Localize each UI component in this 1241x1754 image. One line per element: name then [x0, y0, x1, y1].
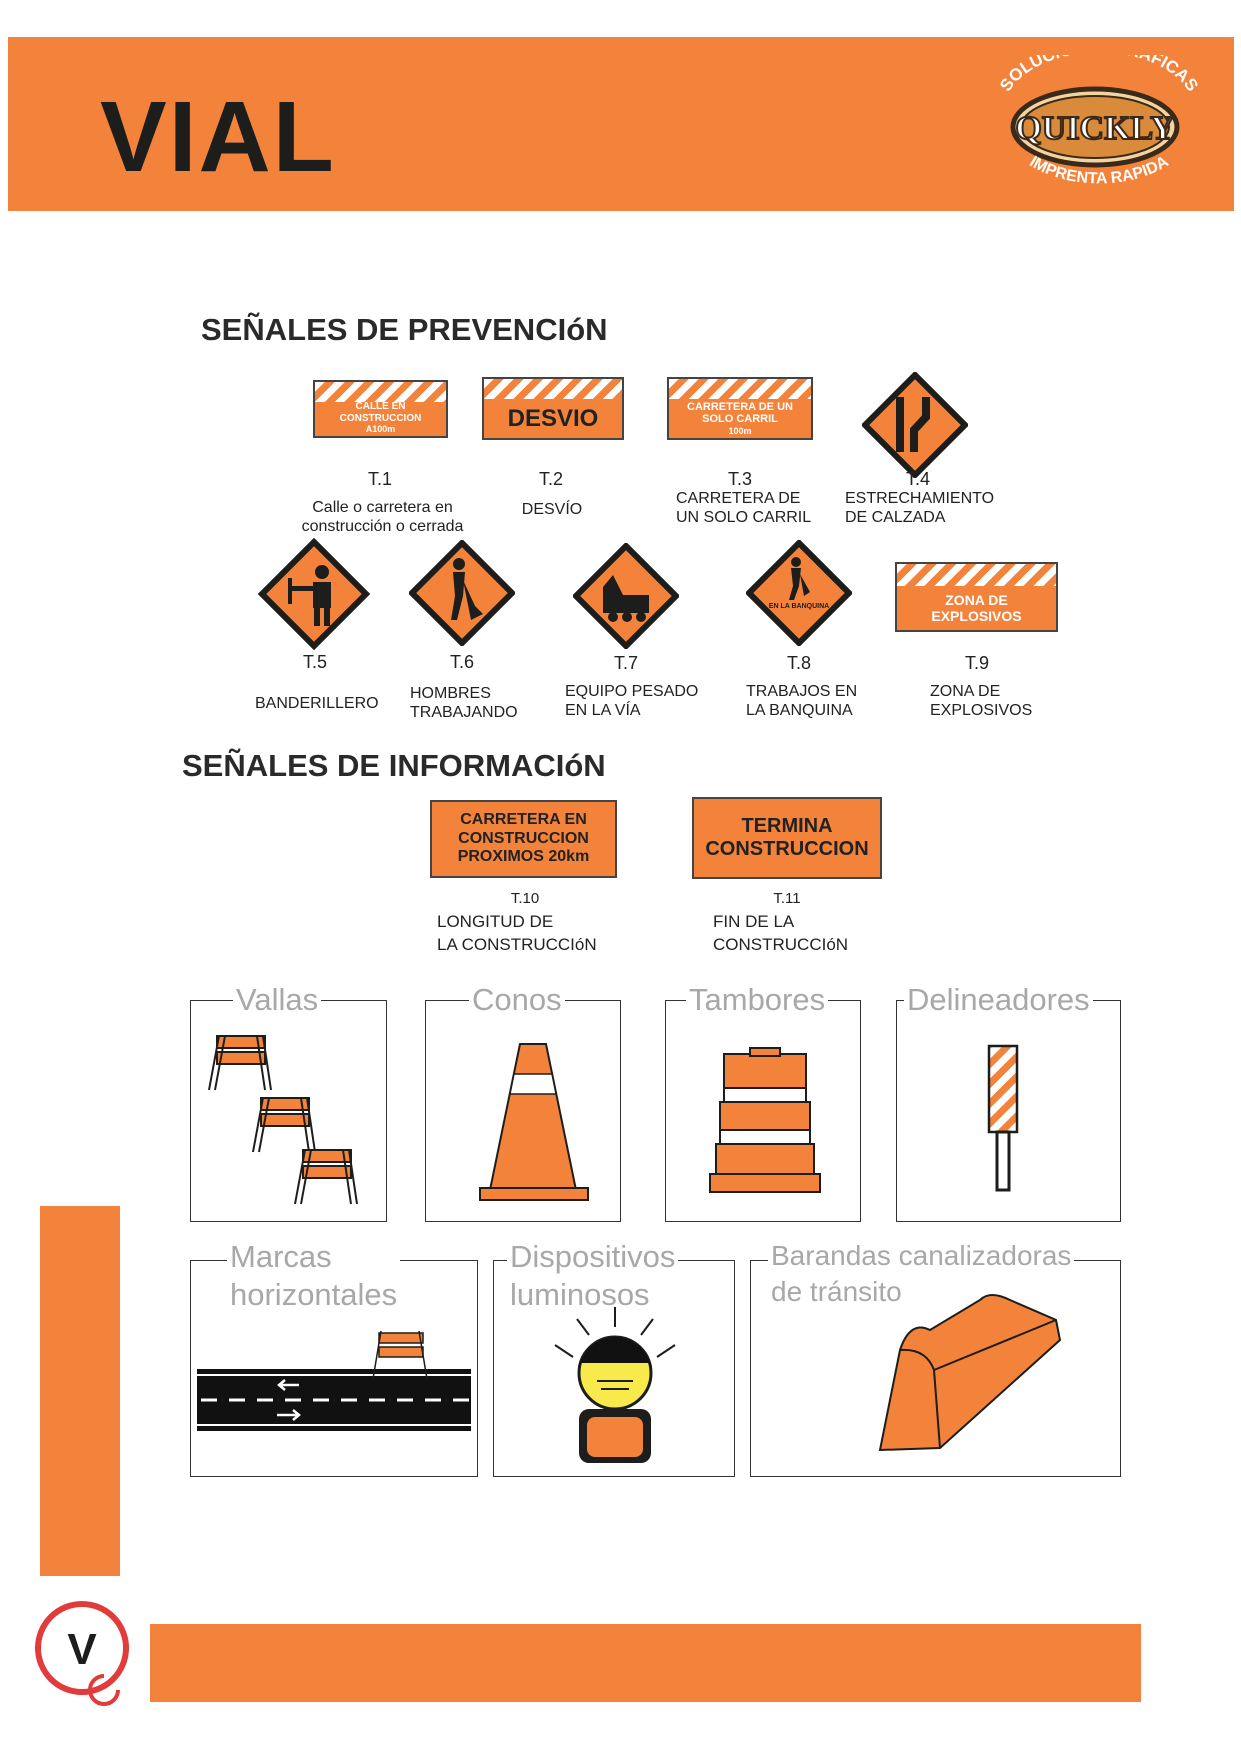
- caption-delineadores: Delineadores: [904, 983, 1093, 1017]
- sign-t6: [409, 540, 515, 646]
- code-t9: T.9: [964, 653, 989, 673]
- delineator-icon: [987, 1044, 1019, 1192]
- sign-t3: CARRETERA DE UN SOLO CARRIL 100m: [667, 377, 813, 440]
- section-badge: V: [28, 1592, 148, 1712]
- footer-band: [150, 1624, 1141, 1702]
- caption-tambores: Tambores: [686, 983, 829, 1017]
- svg-text:EN LA BANQUINA: EN LA BANQUINA: [769, 603, 829, 610]
- sidebar-band: [40, 1206, 120, 1576]
- caption-vallas: Vallas: [233, 983, 322, 1017]
- prevention-heading: SEÑALES DE PREVENCIóN: [201, 312, 608, 347]
- code-t11: T.11: [773, 890, 801, 907]
- code-t3: T.3: [727, 469, 752, 489]
- barricades-icon: [208, 1035, 358, 1205]
- barrier-icon: [878, 1294, 1062, 1452]
- caption-conos: Conos: [469, 983, 565, 1017]
- sign-t1: CALLE EN CONSTRUCCION A100m: [313, 380, 448, 438]
- sign-t5: [258, 538, 370, 650]
- cone-icon: [479, 1043, 589, 1201]
- sign-t9: ZONA DE EXPLOSIVOS: [895, 562, 1058, 632]
- desc-t5: BANDERILLERO: [255, 695, 379, 712]
- svg-text:V: V: [67, 1625, 97, 1674]
- desc-t2: DESVÍO: [521, 501, 583, 518]
- information-heading: SEÑALES DE INFORMACIóN: [182, 748, 606, 783]
- code-t7: T.7: [613, 653, 638, 673]
- code-t6: T.6: [449, 652, 474, 672]
- code-t2: T.2: [538, 469, 563, 489]
- code-t8: T.8: [786, 653, 811, 673]
- sign-t4: [862, 372, 968, 478]
- page-title: VIAL: [100, 81, 336, 193]
- code-t4: T.4: [905, 469, 930, 489]
- svg-text:QUICKLY: QUICKLY: [1015, 110, 1174, 147]
- sign-t7: [573, 543, 679, 649]
- road-markings-icon: [197, 1330, 471, 1431]
- code-t5: T.5: [302, 652, 327, 672]
- warning-light-icon: [554, 1307, 676, 1463]
- code-t1: T.1: [367, 469, 392, 489]
- drum-icon: [709, 1047, 821, 1193]
- sign-t2: DESVIO: [482, 377, 624, 440]
- quickly-logo: SOLUCIONES GRAFICAS QUICKLY IMPRENTA RAP…: [996, 55, 1202, 187]
- sign-t8: EN LA BANQUINA: [746, 540, 852, 646]
- code-t10: T.10: [510, 890, 540, 907]
